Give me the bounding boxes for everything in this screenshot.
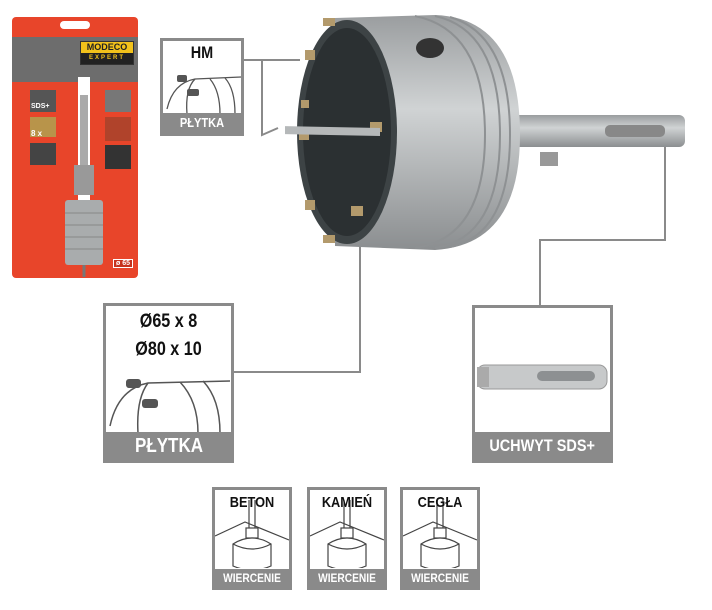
- core-drill-bit-image: [285, 15, 685, 250]
- material-title: BETON: [229, 494, 275, 511]
- count-label: 8 x: [31, 129, 43, 138]
- sds-shank-illustration: [477, 364, 608, 390]
- material-footer: WIERCENIE: [403, 569, 477, 587]
- drilling-icon: [215, 500, 289, 568]
- carbide-tip-illustration: [109, 379, 230, 433]
- hm-title: HM: [190, 43, 214, 62]
- drilling-icon: [310, 500, 384, 568]
- carbide-tip-illustration: [166, 75, 241, 115]
- material-cegla: CEGŁA WIERCENIE: [400, 487, 480, 590]
- brand-logo: MODECO: [86, 42, 128, 52]
- shank-callout: UCHWYT SDS+: [472, 305, 613, 463]
- material-title: KAMIEŃ: [321, 494, 373, 511]
- hm-callout: HM PŁYTKA: [160, 38, 244, 136]
- shank-footer: UCHWYT SDS+: [475, 432, 610, 460]
- material-beton: BETON WIERCENIE: [212, 487, 292, 590]
- drilling-icon: [403, 500, 477, 568]
- sizes-callout: Ø65 x 8 Ø80 x 10 PŁYTKA: [103, 303, 234, 463]
- material-footer: WIERCENIE: [215, 569, 289, 587]
- size-badge: ø 65: [113, 259, 134, 268]
- size-line-2: Ø80 x 10: [135, 339, 202, 360]
- material-title: CEGŁA: [417, 494, 463, 511]
- material-kamien: KAMIEŃ WIERCENIE: [307, 487, 387, 590]
- brand-subtitle: EXPERT: [81, 53, 133, 64]
- material-footer: WIERCENIE: [310, 569, 384, 587]
- product-package: MODECO EXPERT SDS+ 8 x ø 65: [10, 15, 140, 280]
- size-line-1: Ø65 x 8: [139, 311, 198, 332]
- sds-label: SDS+: [31, 103, 50, 110]
- sizes-footer: PŁYTKA: [106, 432, 231, 460]
- hm-footer: PŁYTKA: [163, 113, 241, 133]
